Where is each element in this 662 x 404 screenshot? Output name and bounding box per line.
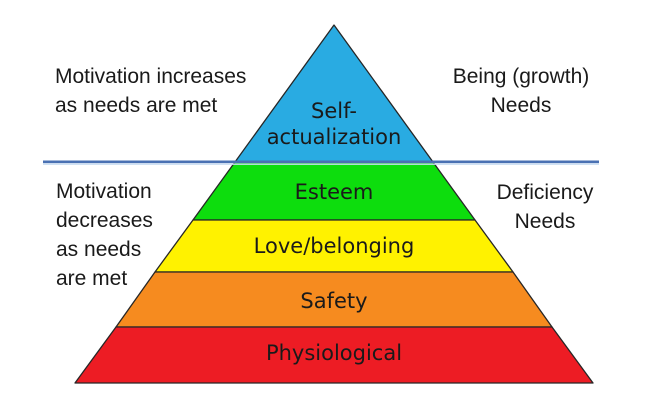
annotation-line: as needs [56, 238, 142, 261]
label-esteem: Esteem [295, 180, 374, 204]
annotation-motivation-decreases: Motivation decreases as needs are met [56, 177, 153, 293]
label-safety: Safety [300, 289, 367, 313]
label-self-actualization-line1: Self- [311, 99, 357, 123]
annotation-line: Deficiency [496, 181, 594, 204]
annotation-line: Being (growth) [452, 65, 590, 88]
label-self-actualization-line2: actualization [267, 125, 402, 149]
annotation-line: Motivation [56, 180, 152, 203]
annotation-line: Motivation increases [55, 65, 247, 88]
annotation-line: Needs [514, 210, 576, 233]
annotation-line: Needs [490, 94, 552, 117]
label-love-belonging: Love/belonging [254, 234, 415, 258]
annotation-being-growth-needs: Being (growth) Needs [391, 62, 651, 120]
annotation-line: decreases [56, 209, 153, 232]
label-physiological: Physiological [266, 341, 402, 365]
annotation-deficiency-needs: Deficiency Needs [415, 178, 662, 236]
annotation-line: are met [56, 267, 128, 290]
annotation-motivation-increases: Motivation increases as needs are met [55, 62, 246, 120]
pyramid-level-physiological [74, 326, 594, 384]
annotation-line: as needs are met [55, 94, 218, 117]
